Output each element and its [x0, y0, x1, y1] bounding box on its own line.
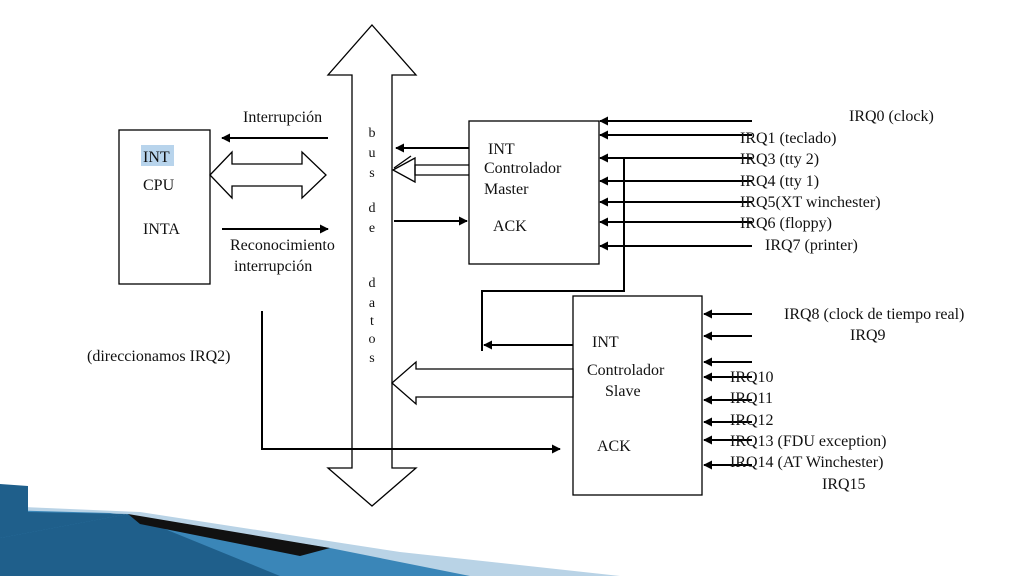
slave-ack-label: ACK [597, 438, 631, 455]
bus-letter: t [370, 314, 374, 329]
irq15-label: IRQ15 [822, 476, 866, 493]
irq9-label: IRQ9 [850, 327, 886, 344]
irq12-label: IRQ12 [730, 412, 774, 429]
bus-letter: b [369, 126, 376, 141]
bus-letter: s [369, 351, 374, 366]
master-ack-label: ACK [493, 218, 527, 235]
irq7-label: IRQ7 (printer) [765, 237, 858, 254]
int-highlight [141, 145, 174, 166]
interrupcion-label: Interrupción [243, 109, 322, 126]
interrupcion-ack-label: interrupción [234, 258, 312, 275]
irq11-label: IRQ11 [730, 390, 773, 407]
bus-letter: u [369, 146, 376, 161]
slave-irq-lines [703, 309, 752, 470]
bus-letter: d [369, 276, 376, 291]
irq2-line [261, 311, 561, 454]
irq2-cascade-line [481, 158, 625, 351]
slide-ribbon [0, 484, 620, 576]
slave-data-arrow [391, 360, 574, 406]
bus-letter: s [369, 166, 374, 181]
master-data-connector [391, 155, 469, 184]
data-bus-arrow [326, 24, 418, 507]
irq1-label: IRQ1 (teclado) [740, 130, 836, 147]
bus-letter: e [369, 221, 375, 236]
cpu-inta-label: INTA [143, 221, 180, 238]
reconocimiento-label: Reconocimiento [230, 237, 335, 254]
irq10-label: IRQ10 [730, 369, 774, 386]
irq6-label: IRQ6 (floppy) [740, 215, 832, 232]
bus-letter: d [369, 201, 376, 216]
irq13-label: IRQ13 (FDU exception) [730, 433, 886, 450]
irq0-label: IRQ0 (clock) [849, 108, 934, 125]
cpu-int-label: INT [143, 149, 170, 166]
master-irq-lines [599, 116, 752, 251]
master-title-2: Master [484, 181, 529, 198]
slave-int-label: INT [592, 334, 619, 351]
irq5-label: IRQ5(XT winchester) [740, 194, 881, 211]
irq14-label: IRQ14 (AT Winchester) [730, 454, 883, 471]
master-controller-box [468, 120, 600, 265]
irq8-label: IRQ8 (clock de tiempo real) [784, 306, 964, 323]
slave-title-1: Controlador [587, 362, 665, 379]
slave-controller-box [572, 295, 703, 496]
master-int-label: INT [488, 141, 515, 158]
irq4-label: IRQ4 (tty 1) [740, 173, 819, 190]
irq3-label: IRQ3 (tty 2) [740, 151, 819, 168]
direccionamos-label: (direccionamos IRQ2) [87, 348, 231, 365]
cpu-data-double-arrow [209, 150, 327, 200]
cpu-label: CPU [143, 177, 175, 194]
bus-letter: a [369, 296, 376, 311]
slave-title-2: Slave [605, 383, 641, 400]
master-title-1: Controlador [484, 160, 562, 177]
bus-letter: o [369, 332, 376, 347]
